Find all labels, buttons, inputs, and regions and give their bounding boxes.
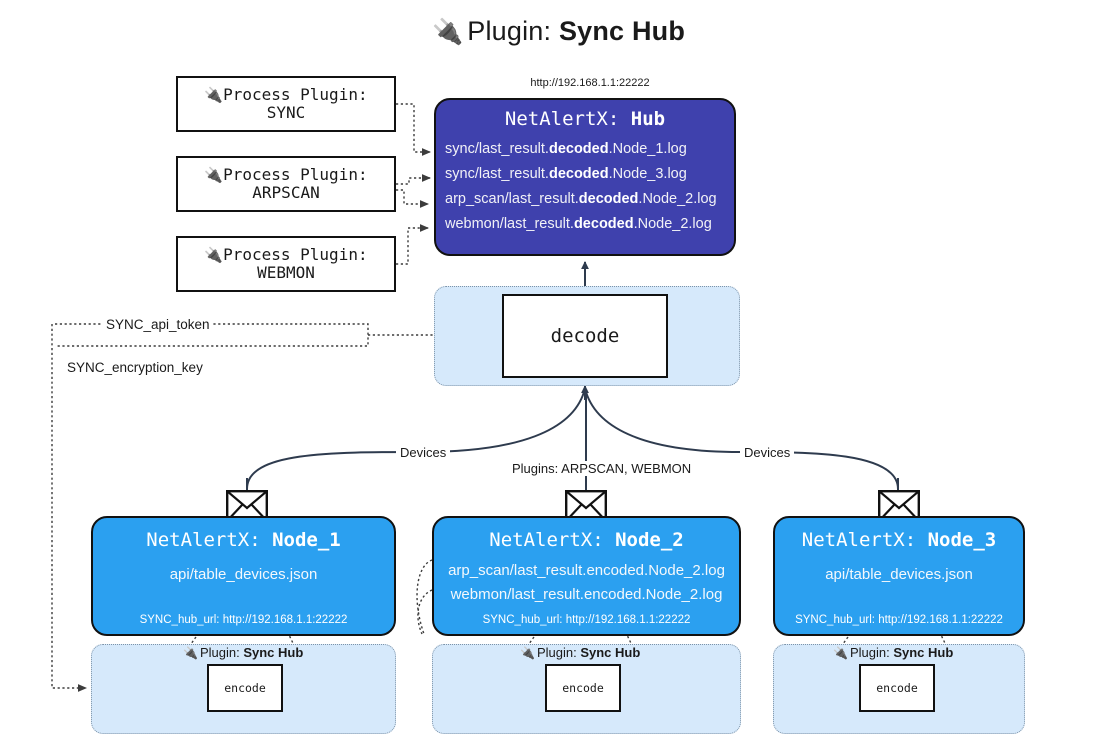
envelope-icon bbox=[226, 490, 268, 522]
hub-title-prefix: NetAlertX: bbox=[504, 108, 620, 130]
hub-title: NetAlertX: Hub bbox=[436, 108, 734, 130]
plug-icon: 🔌 bbox=[431, 18, 464, 46]
hub-log-item: sync/last_result.decoded.Node_1.log bbox=[445, 141, 687, 157]
plug-icon: 🔌 bbox=[183, 646, 198, 660]
node-title: NetAlertX: Node_3 bbox=[775, 529, 1023, 551]
plug-icon: 🔌 bbox=[520, 646, 535, 660]
node-title-prefix: NetAlertX: bbox=[489, 529, 604, 551]
encode-container-node-2 bbox=[432, 644, 741, 734]
node-line: arp_scan/last_result.encoded.Node_2.log bbox=[448, 562, 725, 579]
node-title-prefix: NetAlertX: bbox=[801, 529, 917, 551]
node-line: api/table_devices.json bbox=[169, 566, 318, 583]
param-label-api-token: SYNC_api_token bbox=[103, 317, 213, 332]
page-title: 🔌Plugin: Sync Hub bbox=[0, 16, 1117, 47]
process-plugin-label: Process Plugin: bbox=[223, 164, 368, 184]
plug-icon: 🔌 bbox=[204, 245, 224, 264]
edge-label-plugins: Plugins: ARPSCAN, WEBMON bbox=[508, 461, 696, 476]
page-title-name: Sync Hub bbox=[558, 16, 686, 46]
process-plugin-box-webmon[interactable]: 🔌Process Plugin: WEBMON bbox=[176, 236, 396, 292]
node-hub-url: SYNC_hub_url: http://192.168.1.1:22222 bbox=[139, 614, 348, 626]
process-plugin-box-sync[interactable]: 🔌Process Plugin: SYNC bbox=[176, 76, 396, 132]
hub-log-list: sync/last_result.decoded.Node_1.log sync… bbox=[436, 137, 734, 237]
hub-log-item: webmon/last_result.decoded.Node_2.log bbox=[445, 215, 712, 232]
node-hub-url: SYNC_hub_url: http://192.168.1.1:22222 bbox=[795, 614, 1003, 626]
node-title: NetAlertX: Node_2 bbox=[434, 529, 739, 551]
node-hub-url: SYNC_hub_url: http://192.168.1.1:22222 bbox=[482, 614, 691, 626]
node-line: api/table_devices.json bbox=[825, 566, 973, 583]
encode-plugin-label: 🔌Plugin: Sync Hub bbox=[520, 645, 641, 660]
plug-icon: 🔌 bbox=[204, 85, 224, 104]
process-plugin-box-arpscan[interactable]: 🔌Process Plugin: ARPSCAN bbox=[176, 156, 396, 212]
node-title-name: Node_3 bbox=[927, 529, 997, 551]
encode-box-node-2[interactable]: encode bbox=[545, 664, 621, 712]
node-line-list: api/table_devices.json bbox=[93, 563, 394, 587]
page-title-lead: Plugin: bbox=[467, 16, 552, 46]
process-plugin-heading: 🔌Process Plugin: bbox=[204, 164, 368, 184]
process-plugin-label: Process Plugin: bbox=[223, 244, 368, 264]
node-line-list: api/table_devices.json bbox=[775, 563, 1023, 587]
encode-box-node-3[interactable]: encode bbox=[859, 664, 935, 712]
param-label-encryption-key: SYNC_encryption_key bbox=[64, 360, 206, 375]
encode-box-node-1[interactable]: encode bbox=[207, 664, 283, 712]
decode-box[interactable]: decode bbox=[502, 294, 668, 378]
node-card-node-2[interactable]: NetAlertX: Node_2 arp_scan/last_result.e… bbox=[432, 516, 741, 636]
process-plugin-name: SYNC bbox=[266, 103, 306, 122]
edge-label-devices-left: Devices bbox=[396, 445, 451, 460]
plug-icon: 🔌 bbox=[833, 646, 848, 660]
process-plugin-heading: 🔌Process Plugin: bbox=[204, 84, 368, 104]
process-plugin-label: Process Plugin: bbox=[223, 84, 368, 104]
node-title-name: Node_2 bbox=[615, 529, 684, 551]
process-plugin-name: ARPSCAN bbox=[252, 183, 320, 202]
hub-log-item: arp_scan/last_result.decoded.Node_2.log bbox=[445, 190, 717, 207]
node-card-node-1[interactable]: NetAlertX: Node_1 api/table_devices.json… bbox=[91, 516, 396, 636]
encode-plugin-label: 🔌Plugin: Sync Hub bbox=[183, 645, 304, 660]
node-card-node-3[interactable]: NetAlertX: Node_3 api/table_devices.json… bbox=[773, 516, 1025, 636]
hub-log-item: sync/last_result.decoded.Node_3.log bbox=[445, 165, 687, 182]
process-plugin-heading: 🔌Process Plugin: bbox=[204, 244, 368, 264]
node-title-prefix: NetAlertX: bbox=[146, 529, 261, 551]
node-title-name: Node_1 bbox=[272, 529, 341, 551]
hub-node[interactable]: NetAlertX: Hub sync/last_result.decoded.… bbox=[434, 98, 736, 256]
edge-label-devices-right: Devices bbox=[740, 445, 795, 460]
envelope-icon bbox=[878, 490, 920, 522]
hub-url-label: http://192.168.1.1:22222 bbox=[530, 77, 650, 89]
plug-icon: 🔌 bbox=[204, 165, 224, 184]
node-title: NetAlertX: Node_1 bbox=[93, 529, 394, 551]
node-line-list: arp_scan/last_result.encoded.Node_2.log … bbox=[434, 559, 739, 608]
process-plugin-name: WEBMON bbox=[257, 263, 315, 282]
encode-plugin-label: 🔌Plugin: Sync Hub bbox=[833, 645, 954, 660]
hub-title-name: Hub bbox=[630, 108, 666, 130]
node-line: webmon/last_result.encoded.Node_2.log bbox=[450, 586, 723, 604]
